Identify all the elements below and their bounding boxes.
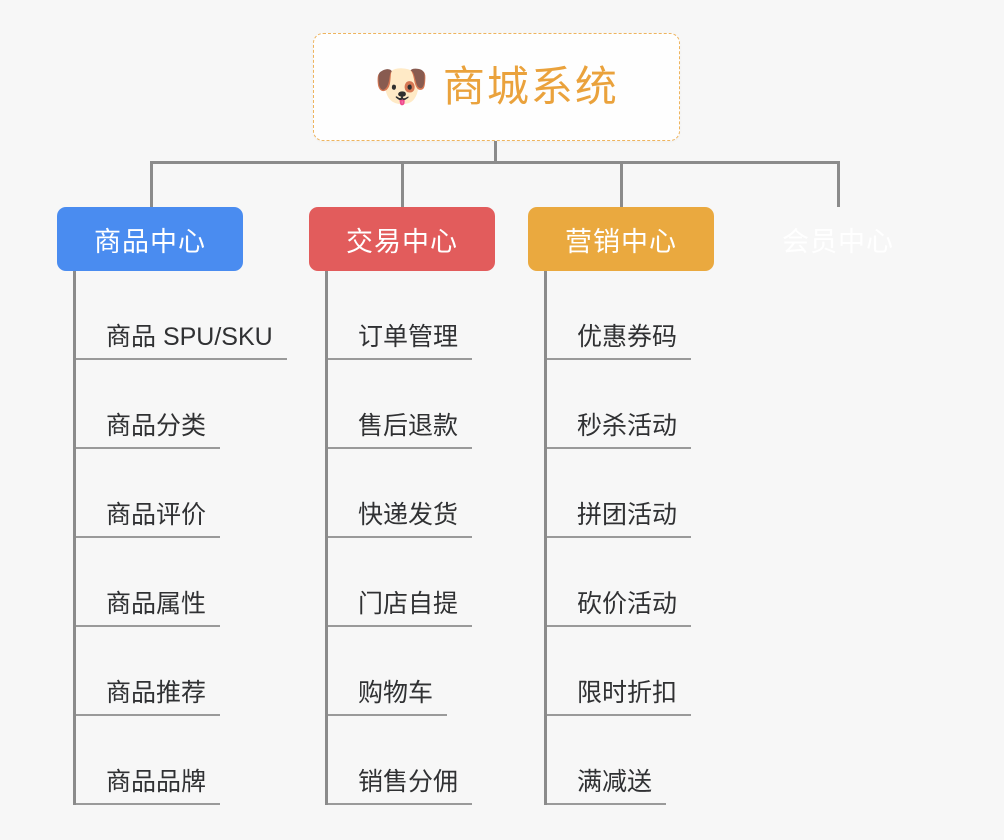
connector-root-stem (494, 141, 497, 163)
leaf-item-label: 秒杀活动 (547, 412, 692, 449)
category-header-label: 会员中心 (782, 226, 894, 257)
leaf-item-label: 优惠券码 (547, 323, 692, 360)
shiba-dog-face-icon: 🐶 (374, 62, 429, 111)
leaf-item-label: 购物车 (328, 679, 448, 716)
leaf-item[interactable]: 商品属性 (76, 538, 287, 627)
leaf-list: 订单管理售后退款快递发货门店自提购物车销售分佣 (325, 271, 539, 805)
leaf-item[interactable]: 快递发货 (328, 449, 539, 538)
leaf-item-label: 商品分类 (76, 412, 221, 449)
leaf-item[interactable]: 商品推荐 (76, 627, 287, 716)
leaf-item[interactable]: 售后退款 (328, 360, 539, 449)
leaf-item[interactable]: 商品品牌 (76, 716, 287, 805)
leaf-item[interactable]: 拼团活动 (547, 449, 758, 538)
leaf-item-label: 满减送 (547, 768, 667, 805)
connector-drop-4 (837, 161, 840, 207)
leaf-item-label: 订单管理 (328, 323, 473, 360)
leaf-item-label: 销售分佣 (328, 768, 473, 805)
leaf-item-label: 限时折扣 (547, 679, 692, 716)
leaf-item[interactable]: 商品分类 (76, 360, 287, 449)
category-header-4[interactable]: 会员中心 (745, 207, 931, 271)
category-header-1[interactable]: 商品中心 (57, 207, 243, 271)
leaf-item[interactable]: 商品评价 (76, 449, 287, 538)
category-header-3[interactable]: 营销中心 (528, 207, 714, 271)
leaf-list: 优惠券码秒杀活动拼团活动砍价活动限时折扣满减送 (544, 271, 758, 805)
leaf-item[interactable]: 限时折扣 (547, 627, 758, 716)
leaf-item[interactable]: 门店自提 (328, 538, 539, 627)
root-title: 商城系统 (442, 63, 619, 110)
leaf-item[interactable]: 商品 SPU/SKU (76, 271, 287, 360)
category-column-4: 会员中心 (745, 207, 975, 271)
leaf-item-label: 商品品牌 (76, 768, 221, 805)
leaf-item-label: 门店自提 (328, 590, 473, 627)
category-column-2: 交易中心订单管理售后退款快递发货门店自提购物车销售分佣 (309, 207, 539, 805)
leaf-item[interactable]: 砍价活动 (547, 538, 758, 627)
connector-drop-2 (401, 161, 404, 207)
connector-drop-1 (150, 161, 153, 207)
category-header-label: 营销中心 (565, 226, 677, 257)
category-column-3: 营销中心优惠券码秒杀活动拼团活动砍价活动限时折扣满减送 (528, 207, 758, 805)
category-column-1: 商品中心商品 SPU/SKU 商品分类商品评价商品属性商品推荐商品品牌 (57, 207, 287, 805)
leaf-item[interactable]: 优惠券码 (547, 271, 758, 360)
category-header-label: 交易中心 (346, 226, 458, 257)
leaf-item[interactable]: 销售分佣 (328, 716, 539, 805)
leaf-item[interactable]: 订单管理 (328, 271, 539, 360)
leaf-item-label: 商品推荐 (76, 679, 221, 716)
root-node[interactable]: 🐶 商城系统 (313, 33, 680, 141)
leaf-item[interactable]: 购物车 (328, 627, 539, 716)
leaf-item[interactable]: 秒杀活动 (547, 360, 758, 449)
leaf-item-label: 砍价活动 (547, 590, 692, 627)
category-header-label: 商品中心 (94, 226, 206, 257)
leaf-item-label: 商品 SPU/SKU (76, 323, 287, 360)
leaf-item-label: 拼团活动 (547, 501, 692, 538)
leaf-item-label: 商品属性 (76, 590, 221, 627)
connector-horizontal-bus (150, 161, 839, 164)
leaf-item-label: 快递发货 (328, 501, 473, 538)
category-header-2[interactable]: 交易中心 (309, 207, 495, 271)
leaf-list: 商品 SPU/SKU 商品分类商品评价商品属性商品推荐商品品牌 (73, 271, 287, 805)
leaf-item-label: 售后退款 (328, 412, 473, 449)
leaf-item-label: 商品评价 (76, 501, 221, 538)
leaf-item[interactable]: 满减送 (547, 716, 758, 805)
connector-drop-3 (620, 161, 623, 207)
